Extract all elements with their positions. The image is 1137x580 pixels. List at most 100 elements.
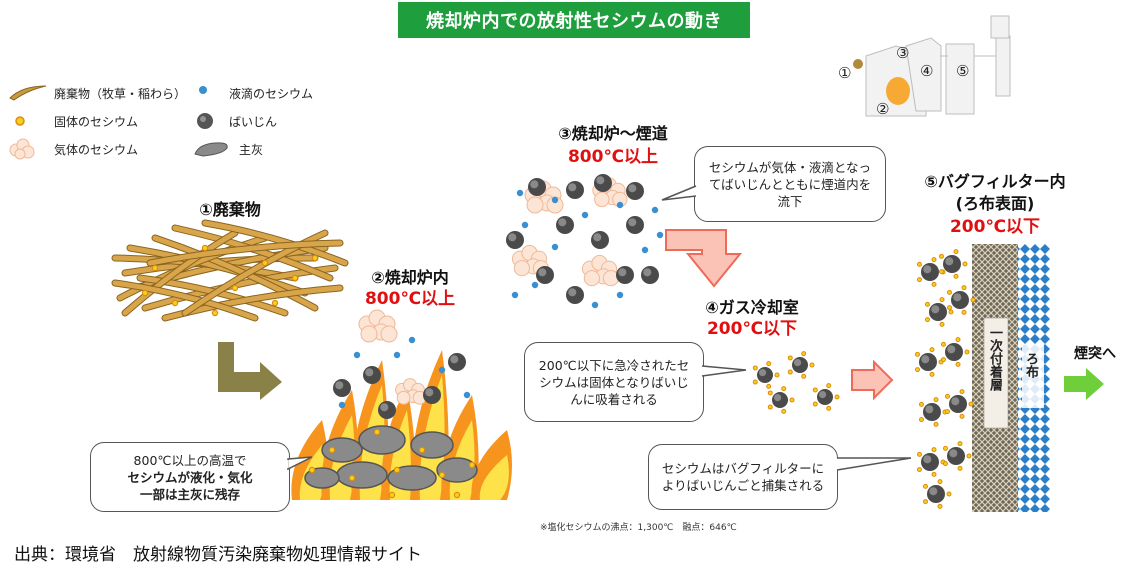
- solid-cesium-icon: [15, 116, 25, 126]
- liquid-cesium-drop: [531, 281, 539, 289]
- callout-flue: セシウムが気体・液滴となってばいじんとともに煙道内を流下: [694, 146, 886, 222]
- callout-high-temp-line1: 800℃以上の高温で: [133, 452, 247, 468]
- adsorbed-cesium-dot: [924, 317, 930, 323]
- callout-4-pointer: [836, 457, 912, 471]
- adsorbed-cesium-dot: [944, 393, 950, 399]
- legend-label-dust: ばいじん: [229, 114, 278, 129]
- liquid-cesium-icon: [199, 86, 207, 94]
- solid-cesium-dot: [201, 244, 209, 252]
- adsorbed-cesium-dot: [924, 301, 930, 307]
- solid-cesium-dot: [271, 299, 279, 307]
- stage-4-temp: 200℃以下: [706, 319, 798, 339]
- solid-cesium-dot: [393, 466, 401, 474]
- solid-cesium-dot: [388, 491, 396, 499]
- callout-3-pointer: [701, 365, 747, 377]
- liquid-cesium-drop: [551, 243, 559, 251]
- waste-straw-illustration: [111, 219, 349, 322]
- adsorbed-cesium-dot: [809, 362, 815, 368]
- bag-filter-illustration: [914, 244, 1050, 512]
- adsorbed-cesium-dot: [946, 491, 952, 497]
- solid-cesium-dot: [418, 446, 426, 454]
- adsorbed-cesium-dot: [970, 297, 976, 303]
- straw-piece-highlight: [152, 235, 318, 311]
- legend-item-solid-cs: 固体のセシウム: [8, 110, 138, 132]
- dust-particle: [817, 389, 833, 405]
- legend-label-gas-cs: 気体のセシウム: [54, 142, 139, 157]
- adsorbed-cesium-dot: [752, 379, 758, 385]
- dust-particle: [919, 353, 937, 371]
- adsorbed-cesium-dot: [787, 355, 793, 361]
- red-bent-arrow-icon: [665, 229, 743, 288]
- adsorbed-cesium-dot: [826, 405, 832, 411]
- straw-piece-highlight: [127, 245, 308, 296]
- legend-item-gas-cs: 気体のセシウム: [8, 138, 138, 160]
- callout-high-temp-line2: セシウムが液化・気化: [127, 469, 253, 485]
- gas-cesium-icon: [9, 138, 35, 160]
- dust-particle: [556, 216, 574, 234]
- adsorbed-cesium-dot: [942, 461, 948, 467]
- gas-cesium-cloud: [511, 244, 550, 277]
- adsorbed-cesium-dot: [931, 447, 937, 453]
- adsorbed-cesium-dot: [834, 394, 840, 400]
- dust-particle: [951, 291, 969, 309]
- legend: 廃棄物（牧草・稲わら） 固体のセシウム 気体のセシウム 液滴のセシウム ばいじん…: [8, 82, 348, 162]
- adsorbed-cesium-dot: [937, 503, 943, 509]
- gas-cesium-cloud: [358, 309, 398, 343]
- solid-cesium-dot: [311, 254, 319, 262]
- gas-cesium-cloud: [581, 254, 620, 287]
- solid-cesium-dot: [308, 466, 316, 474]
- dust-particle: [333, 379, 351, 397]
- red-right-arrow-icon: [851, 359, 894, 401]
- solid-cesium-dot: [373, 428, 381, 436]
- incinerator-fire-illustration: [291, 309, 512, 500]
- adsorbed-cesium-dot: [955, 337, 961, 343]
- flame-core: [479, 455, 509, 500]
- dust-particle: [566, 286, 584, 304]
- green-arrow-icon: [1064, 368, 1104, 400]
- adsorbed-cesium-dot: [944, 409, 950, 415]
- adsorbed-cesium-dot: [962, 261, 968, 267]
- solid-cesium-dot: [151, 264, 159, 272]
- adsorbed-cesium-dot: [931, 281, 937, 287]
- dust-particle: [536, 266, 554, 284]
- adsorbed-cesium-dot: [946, 289, 952, 295]
- adsorbed-cesium-dot: [781, 408, 787, 414]
- source-credit: 出典：環境省 放射線物質汚染廃棄物処理情報サイト: [14, 545, 422, 565]
- adsorbed-cesium-dot: [789, 397, 795, 403]
- callout-bag-filter-text: セシウムはバグフィルターによりばいじんごと捕集される: [661, 461, 825, 493]
- dust-particle: [945, 343, 963, 361]
- adsorbed-cesium-dot: [922, 499, 928, 505]
- solid-cesium-dot: [291, 274, 299, 282]
- callout-bag-filter: セシウムはバグフィルターによりばいじんごと捕集される: [648, 444, 838, 510]
- solid-cesium-dot: [453, 491, 461, 499]
- bottom-ash-lump: [304, 467, 340, 489]
- dust-particle: [929, 303, 947, 321]
- stage-2-title: ②焼却炉内: [371, 268, 449, 287]
- solid-cesium-dot: [261, 259, 269, 267]
- cooled-particles-illustration: [752, 351, 840, 414]
- adsorbed-cesium-dot: [781, 386, 787, 392]
- adsorbed-cesium-dot: [918, 417, 924, 423]
- straw-icon: [9, 85, 47, 101]
- legend-label-waste: 廃棄物（牧草・稲わら）: [54, 86, 187, 101]
- bottom-ash-lump: [387, 465, 437, 491]
- dust-particle: [506, 231, 524, 249]
- liquid-cesium-drop: [641, 246, 649, 254]
- dust-particle: [947, 447, 965, 465]
- callout-1-pointer: [285, 456, 313, 471]
- dust-particle: [757, 367, 773, 383]
- adsorbed-cesium-dot: [966, 453, 972, 459]
- adsorbed-cesium-dot: [937, 479, 943, 485]
- dust-particle: [943, 255, 961, 273]
- liquid-cesium-drop: [516, 189, 524, 197]
- adsorbed-cesium-dot: [914, 367, 920, 373]
- dust-particle: [626, 216, 644, 234]
- straw-piece-highlight: [112, 280, 258, 321]
- dust-particle: [772, 392, 788, 408]
- solid-cesium-dot: [328, 446, 336, 454]
- liquid-cesium-drop: [616, 291, 624, 299]
- liquid-cesium-drop: [438, 366, 446, 374]
- solid-cesium-dot: [211, 309, 219, 317]
- callout-cooling: 200℃以下に急冷されたセシウムは固体となりばいじんに吸着される: [524, 342, 704, 422]
- liquid-cesium-drop: [463, 391, 471, 399]
